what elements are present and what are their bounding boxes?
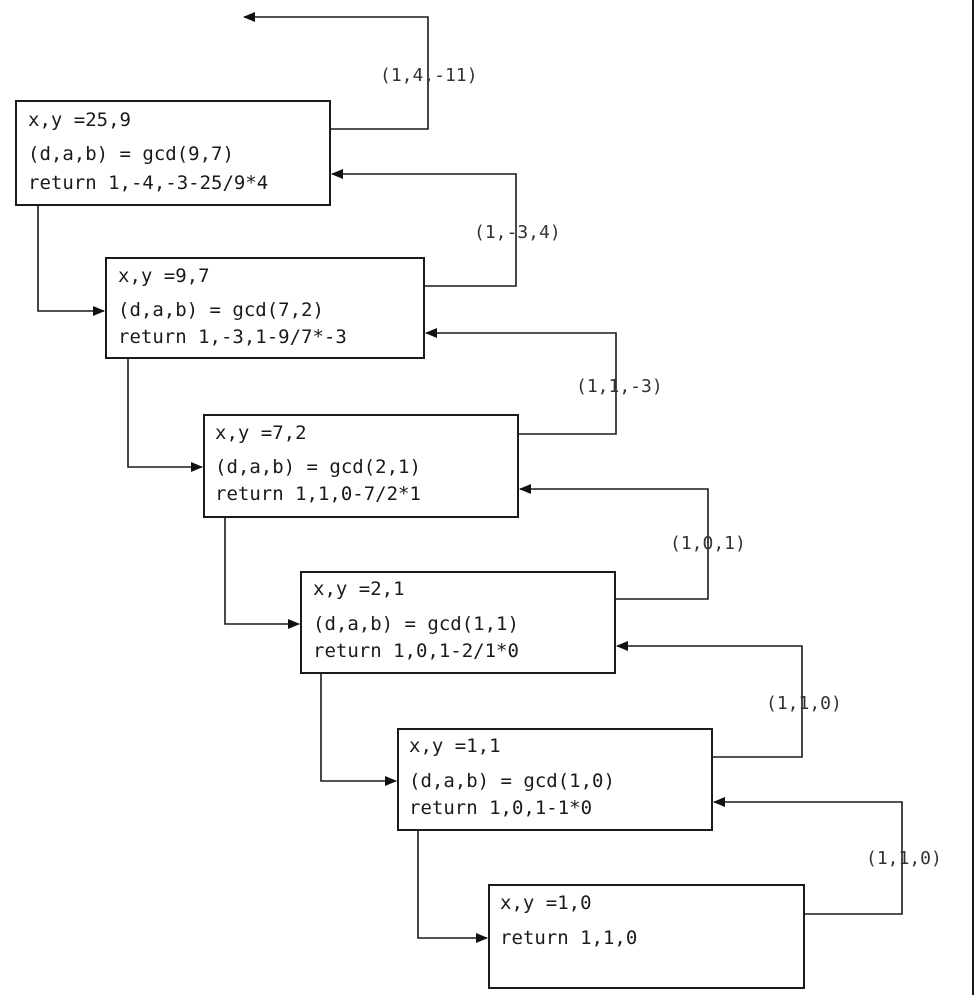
return-arrow-3 <box>425 328 617 435</box>
return-label-1: (1,4,-11) <box>380 65 478 86</box>
frame-3-return-line: return 1,1,0-7/2*1 <box>215 483 421 505</box>
return-label-6: (1,1,0) <box>866 848 942 869</box>
frame-1-header: x,y =25,9 <box>28 109 131 131</box>
call-frame-2: x,y =9,7 (d,a,b) = gcd(7,2) return 1,-3,… <box>105 257 425 359</box>
call-frame-1: x,y =25,9 (d,a,b) = gcd(9,7) return 1,-4… <box>15 100 331 206</box>
call-frame-4: x,y =2,1 (d,a,b) = gcd(1,1) return 1,0,1… <box>300 571 616 674</box>
frame-3-gcd-line: (d,a,b) = gcd(2,1) <box>215 456 421 478</box>
call-frame-5: x,y =1,1 (d,a,b) = gcd(1,0) return 1,0,1… <box>397 728 713 831</box>
frame-2-gcd-line: (d,a,b) = gcd(7,2) <box>118 299 324 321</box>
frame-2-header: x,y =9,7 <box>118 265 210 287</box>
frame-5-header: x,y =1,1 <box>409 735 501 757</box>
return-label-2: (1,-3,4) <box>474 222 561 243</box>
call-frame-6: x,y =1,0 return 1,1,0 <box>488 884 805 989</box>
return-label-3: (1,1,-3) <box>576 376 663 397</box>
frame-5-return-line: return 1,0,1-1*0 <box>409 797 592 819</box>
frame-4-header: x,y =2,1 <box>313 578 405 600</box>
call-frame-3: x,y =7,2 (d,a,b) = gcd(2,1) return 1,1,0… <box>203 414 519 518</box>
return-label-4: (1,0,1) <box>670 533 746 554</box>
frame-4-gcd-line: (d,a,b) = gcd(1,1) <box>313 613 519 635</box>
frame-2-return-line: return 1,-3,1-9/7*-3 <box>118 326 347 348</box>
return-arrow-final <box>243 12 429 130</box>
call-arrow-1 <box>37 205 105 316</box>
frame-1-gcd-line: (d,a,b) = gcd(9,7) <box>28 143 234 165</box>
frame-1-return-line: return 1,-4,-3-25/9*4 <box>28 172 268 194</box>
return-arrow-5 <box>616 641 803 758</box>
frame-4-return-line: return 1,0,1-2/1*0 <box>313 640 519 662</box>
call-frame-4-box <box>300 571 616 674</box>
call-frame-5-box <box>397 728 713 831</box>
call-frame-6-box <box>488 884 805 989</box>
call-frame-1-box <box>15 100 331 206</box>
return-arrow-6 <box>713 797 903 915</box>
call-frame-2-box <box>105 257 425 359</box>
call-arrow-2 <box>127 358 203 472</box>
call-arrow-3 <box>224 517 300 629</box>
frame-6-return-line: return 1,1,0 <box>500 927 637 949</box>
call-arrow-5 <box>417 830 488 943</box>
call-arrow-4 <box>320 673 397 786</box>
frame-5-gcd-line: (d,a,b) = gcd(1,0) <box>409 770 615 792</box>
frame-6-header: x,y =1,0 <box>500 892 592 914</box>
return-arrow-2 <box>331 169 517 287</box>
return-arrow-4 <box>519 484 709 600</box>
frame-3-header: x,y =7,2 <box>215 422 307 444</box>
return-label-5: (1,1,0) <box>766 693 842 714</box>
call-frame-3-box <box>203 414 519 518</box>
